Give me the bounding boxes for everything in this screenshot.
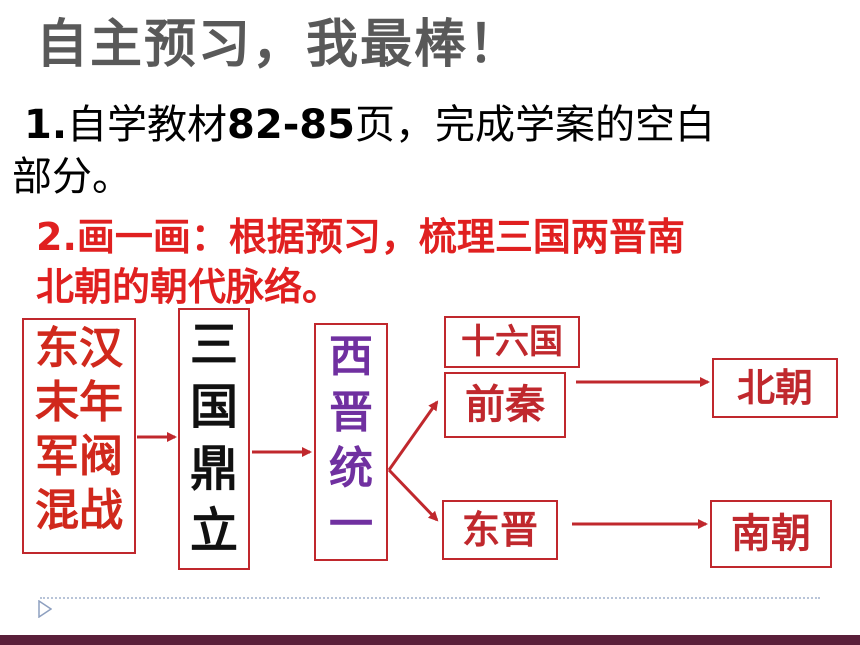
box-sixteen-kingdoms: 十六国 <box>444 316 580 368</box>
box-c-char: 一 <box>329 499 373 550</box>
dotted-divider <box>40 597 820 599</box>
instruction-2: 2.画一画：根据预习，梳理三国两晋南 <box>36 215 685 259</box>
instruction-1-continued: 部分。 <box>12 154 132 200</box>
instruction-1-text-b: 页，完成学案的空白 <box>354 102 715 148</box>
box-a-line: 末年 <box>35 377 123 428</box>
box-eastern-jin: 东晋 <box>442 500 558 560</box>
box-northern-dynasties: 北朝 <box>712 358 838 418</box>
instruction-1-text-a: 自学教材 <box>67 102 228 148</box>
box-c-char: 西 <box>329 331 373 382</box>
instruction-2-continued: 北朝的朝代脉络。 <box>36 265 341 309</box>
slide-title: 自主预习，我最棒！ <box>36 15 523 75</box>
box-c-char: 晋 <box>329 387 373 438</box>
arrow-c-to-e <box>387 400 439 471</box>
box-former-qin: 前秦 <box>444 372 566 438</box>
play-icon <box>38 600 52 618</box>
instruction-1-number: 1. <box>24 102 68 148</box>
box-b-char: 鼎 <box>189 441 238 497</box>
box-a-line: 东汉 <box>35 323 123 374</box>
box-b-char: 三 <box>189 317 238 373</box>
box-b-char: 国 <box>189 379 238 435</box>
box-a-line: 混战 <box>35 485 123 536</box>
box-a-line: 军阀 <box>35 431 123 482</box>
footer-bar <box>0 635 860 645</box>
box-c-char: 统 <box>329 443 373 494</box>
box-western-jin-unification: 西 晋 统 一 <box>314 323 388 561</box>
instruction-1-pages: 82-85 <box>227 102 355 148</box>
instruction-1: 1.自学教材82-85页，完成学案的空白 <box>24 92 715 150</box>
box-eastern-han-warlords: 东汉 末年 军阀 混战 <box>22 318 136 554</box>
box-b-char: 立 <box>189 503 238 559</box>
box-southern-dynasties: 南朝 <box>710 500 832 568</box>
arrow-c-to-f <box>387 468 439 522</box>
box-three-kingdoms: 三 国 鼎 立 <box>178 308 250 570</box>
